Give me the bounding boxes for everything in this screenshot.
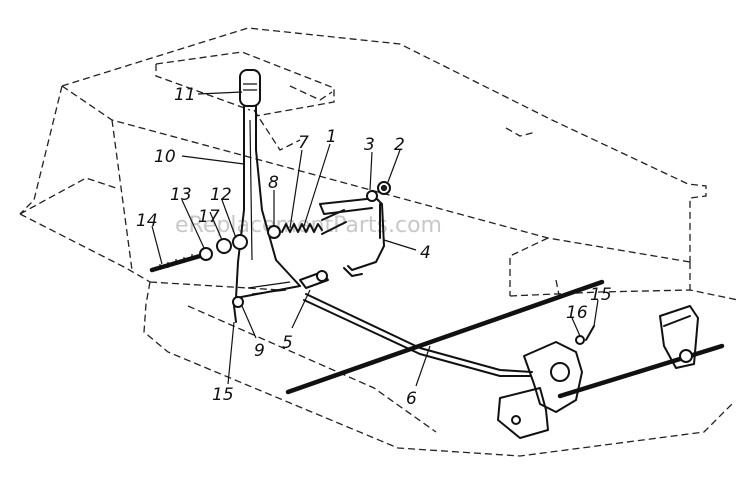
cross-shaft [557, 305, 725, 399]
callout-17: 17 [198, 207, 220, 227]
callout-16: 16 [566, 303, 588, 323]
callout-9: 9 [254, 341, 265, 361]
callout-labels: 1 2 3 4 5 6 7 8 9 10 11 12 13 14 15 15 1… [136, 85, 612, 409]
nut-2 [377, 181, 391, 195]
washer-8 [267, 225, 281, 239]
callout-4: 4 [420, 243, 431, 263]
callout-11: 11 [174, 85, 196, 105]
cotter-16 [575, 325, 595, 345]
spring [281, 223, 323, 233]
callout-2: 2 [394, 135, 405, 155]
callout-3: 3 [364, 135, 375, 155]
shift-rod [285, 279, 605, 395]
leader-lines [151, 91, 599, 387]
callout-5: 5 [282, 333, 293, 353]
bolt-14 [149, 253, 203, 273]
pin-9 [232, 296, 244, 323]
clip [343, 267, 363, 277]
pivot-5 [299, 270, 329, 289]
callout-1: 1 [326, 127, 337, 147]
body-outline [19, 27, 739, 457]
shift-arm-plate [497, 341, 583, 439]
callout-15-left: 15 [212, 385, 234, 405]
shift-lever [235, 105, 301, 299]
callout-8: 8 [268, 173, 279, 193]
callout-14: 14 [136, 211, 158, 231]
washers-13-17-12 [199, 234, 248, 261]
callout-7: 7 [298, 133, 309, 153]
callout-10: 10 [154, 147, 176, 167]
callout-13: 13 [170, 185, 192, 205]
callout-12: 12 [210, 185, 232, 205]
washer-3 [366, 190, 378, 202]
callout-6: 6 [406, 389, 417, 409]
shift-knob [239, 69, 261, 107]
callout-15-right: 15 [590, 285, 612, 305]
